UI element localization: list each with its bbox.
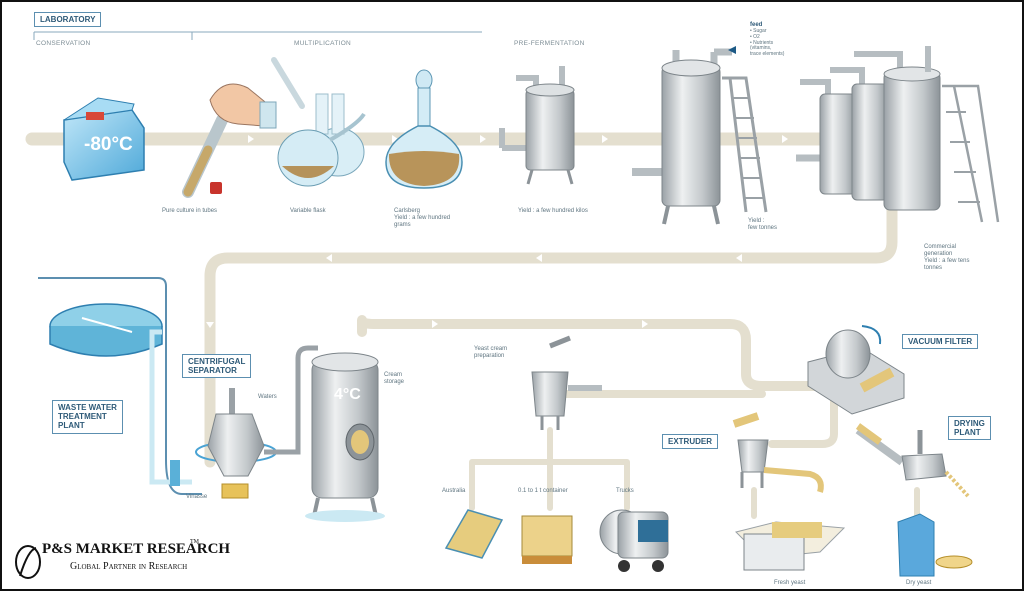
logo-mark-icon [15,545,41,579]
company-logo: P&S MARKET RESEARCH TM Global Partner in… [10,539,230,584]
fermenter-yield-label: Yield : few tonnes [748,218,778,231]
carlsberg-label: Carlsberg [394,208,421,214]
flask-label: Variable flask [290,208,326,214]
yeast-bag-icon [444,509,504,559]
fresh-yeast-blocks-icon [735,521,846,571]
flask-group-icon [271,57,366,187]
vacuum-filter-icon [807,325,905,415]
cream-storage-tank-icon [305,352,385,522]
vacuum-filter-label: VACUUM FILTER [902,334,979,350]
commercial-generation-label: Commercial generation [924,244,957,257]
freezer-temperature: -80°C [84,134,133,155]
commercial-yield-label: Yield : a few tens tonnes [924,258,970,271]
logo-trademark: TM [190,539,199,545]
fermenter-tank-icon [632,46,768,225]
container-icon [521,515,573,564]
dry-yeast-label: Dry yeast [906,580,932,586]
carlsberg-flask-icon [385,69,463,189]
logo-tagline: Global Partner in Research [70,561,188,572]
feed-label: feed [750,22,763,28]
centrifugal-separator-icon [195,345,318,499]
extruder-label: EXTRUDER [662,434,719,450]
drying-plant-icon [855,423,970,498]
carlsberg-yield-label: Yield : a few hundred grams [394,215,451,228]
waste-water-panel [38,277,202,495]
prefermentation-tank-icon [499,66,575,185]
waste-water-label: WASTE WATER TREATMENT PLANT [52,400,123,434]
cream-storage-label: Cream storage [384,372,405,385]
fresh-yeast-label: Fresh yeast [774,580,806,586]
waters-label: Waters [258,394,277,400]
freezer-icon [63,97,145,181]
feed-items-label: • Sugar • O2 • Nutrients (vitamins, trac… [750,28,785,57]
multiplication-label: MULTIPLICATION [294,40,352,47]
commercial-tanks-icon [796,46,1000,223]
laboratory-label: LABORATORY [34,12,102,28]
drying-plant-label: DRYING PLANT [948,416,991,441]
flow-arrows [118,135,788,328]
prefermentation-label: PRE-FERMENTATION [514,40,585,47]
container-label: 0.1 to 1 t container [518,488,568,494]
tanker-truck-icon [599,509,669,572]
truck-label: Trucks [616,488,634,494]
dry-yeast-package-icon [897,513,973,577]
extruder-icon [732,412,824,493]
conservation-label: CONSERVATION [36,40,91,47]
pure-culture-label: Pure culture in tubes [162,208,218,214]
prefermentation-yield-label: Yield : a few hundred kilos [518,208,588,214]
flow-pipes [25,132,920,519]
vinasse-label: Vinasse [186,494,208,500]
logo-name: P&S MARKET RESEARCH [42,541,231,557]
section-brackets [33,31,482,40]
australia-label: Australia [442,488,466,494]
yeast-cream-label: Yeast cream preparation [474,346,508,359]
yeast-cream-mixer-icon [531,335,602,430]
tank-temperature: 4°C [334,386,361,403]
test-tube-icon [182,83,277,198]
centrifugal-separator-label: CENTRIFUGAL SEPARATOR [182,354,252,379]
